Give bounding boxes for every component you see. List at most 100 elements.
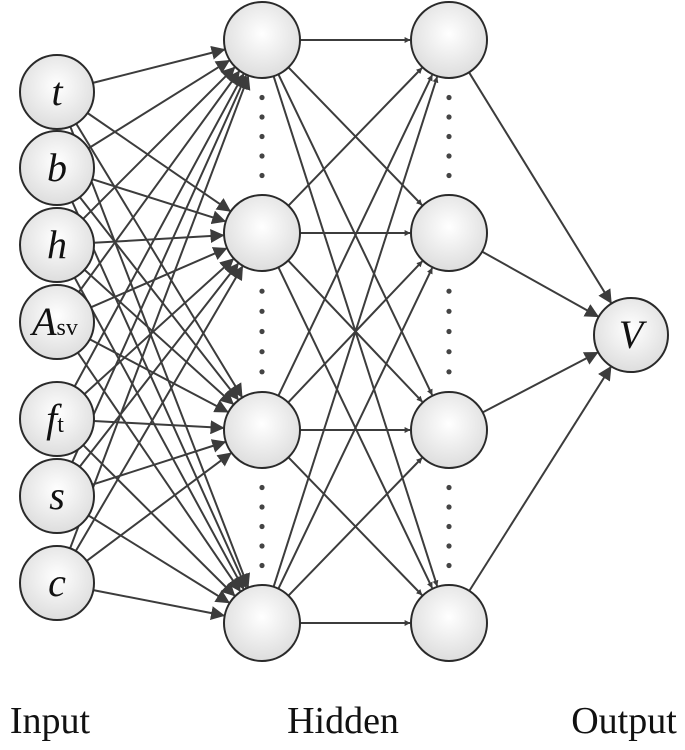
edge-input-to-hidden1 [83, 269, 235, 405]
input-layer-caption: Input [10, 700, 91, 742]
edge-input-to-hidden1 [73, 73, 245, 387]
ellipsis-dot [446, 543, 452, 549]
connection-lines [69, 37, 612, 626]
ellipsis-dot [446, 523, 452, 530]
hidden1-node [223, 194, 301, 272]
edge-input-to-hidden1 [75, 123, 243, 398]
ellipsis-dot [259, 349, 265, 355]
input-node [19, 207, 95, 283]
input-node [19, 381, 95, 457]
edge-hidden2-to-output [482, 351, 599, 414]
ellipsis-dot [259, 94, 265, 101]
hidden1-node [223, 391, 301, 469]
ellipsis-dot [259, 484, 265, 491]
edge-input-to-hidden1 [92, 45, 226, 84]
ellipsis-dot [446, 484, 452, 491]
output-node [593, 297, 669, 373]
edge-input-to-hidden1 [69, 126, 250, 588]
input-node-label: s [49, 473, 65, 518]
edge-hidden2-to-output [481, 250, 600, 318]
ellipsis-dot [259, 543, 265, 549]
edge-hidden2-to-output [468, 365, 612, 592]
ellipsis-dot [259, 114, 265, 120]
output-node-label-main: V [619, 312, 648, 357]
hidden2-node [410, 391, 488, 469]
edge-input-to-hidden1 [86, 112, 232, 212]
input-node [19, 545, 95, 621]
edge-input-to-hidden1 [73, 277, 245, 590]
ellipsis-dot [446, 94, 452, 101]
ellipsis-dot [446, 328, 452, 335]
ellipsis-dot [446, 153, 452, 159]
ellipsis-dot [446, 133, 452, 140]
ellipsis-dot [259, 172, 265, 179]
edge-hidden1-to-hidden2 [287, 67, 423, 207]
ellipsis-dot [446, 349, 452, 355]
ellipsis-dot [259, 562, 265, 569]
edge-input-to-hidden1 [87, 59, 231, 150]
input-node-label-main: A [29, 299, 57, 344]
input-node-label: Asv [29, 299, 78, 344]
hidden2-node [410, 1, 488, 79]
ellipsis-dot [259, 504, 265, 510]
edge-hidden1-to-hidden2 [272, 76, 439, 588]
edge-hidden1-to-hidden2 [277, 74, 434, 397]
output-node-label: V [619, 312, 648, 357]
input-node-label: h [47, 222, 67, 267]
hidden2-node [410, 584, 488, 662]
input-node [19, 130, 95, 206]
edge-input-to-hidden1 [78, 262, 239, 468]
input-node-label-subscript: t [57, 412, 64, 438]
ellipsis-dots [259, 94, 452, 569]
ellipsis-dot [259, 308, 265, 314]
edge-input-to-hidden1 [90, 247, 228, 309]
input-node [19, 458, 95, 534]
hidden1-node [223, 1, 301, 79]
input-node-label-main: b [47, 145, 67, 190]
edge-input-to-hidden1 [79, 196, 239, 401]
edge-input-to-hidden1 [69, 75, 251, 549]
edge-input-to-hidden1 [77, 70, 240, 293]
hidden1-node [223, 584, 301, 662]
ellipsis-dot [446, 504, 452, 510]
edge-input-to-hidden1 [82, 444, 236, 597]
ellipsis-dot [446, 562, 452, 569]
edge-input-to-hidden1 [86, 452, 232, 562]
ellipsis-dot [259, 153, 265, 159]
ellipsis-dot [259, 523, 265, 530]
edge-input-to-hidden1 [82, 66, 236, 220]
ellipsis-dot [259, 328, 265, 335]
edge-input-to-hidden1 [91, 439, 227, 486]
input-node-label: b [47, 145, 67, 190]
edge-input-to-hidden1 [87, 514, 230, 604]
ellipsis-dot [446, 369, 452, 375]
edge-input-to-hidden1 [71, 201, 248, 589]
edge-input-to-hidden1 [89, 338, 229, 413]
input-node-label-subscript: sv [57, 315, 78, 341]
output-layer-caption: Output [571, 700, 677, 742]
hidden-layer-caption: Hidden [287, 700, 399, 742]
edge-hidden1-to-hidden2 [287, 457, 423, 597]
input-node-label: c [48, 560, 66, 605]
edge-input-to-hidden1 [74, 265, 244, 552]
ellipsis-dot [446, 114, 452, 120]
edge-input-to-hidden1 [91, 178, 227, 225]
edge-input-to-hidden1 [71, 74, 248, 463]
input-node-label-main: h [47, 222, 67, 267]
edge-input-to-hidden1 [76, 352, 241, 592]
edge-input-to-hidden1 [93, 589, 226, 620]
ellipsis-dot [259, 288, 265, 294]
hidden2-node [410, 194, 488, 272]
ellipsis-dot [259, 133, 265, 140]
edge-hidden1-to-hidden2 [277, 267, 434, 590]
input-node-label-main: c [48, 560, 66, 605]
input-node-label: t [51, 69, 63, 114]
edge-input-to-hidden1 [83, 258, 235, 395]
ellipsis-dot [259, 369, 265, 375]
input-node [19, 284, 95, 360]
ellipsis-dot [446, 308, 452, 314]
ellipsis-dot [446, 172, 452, 179]
ellipsis-dot [446, 288, 452, 294]
